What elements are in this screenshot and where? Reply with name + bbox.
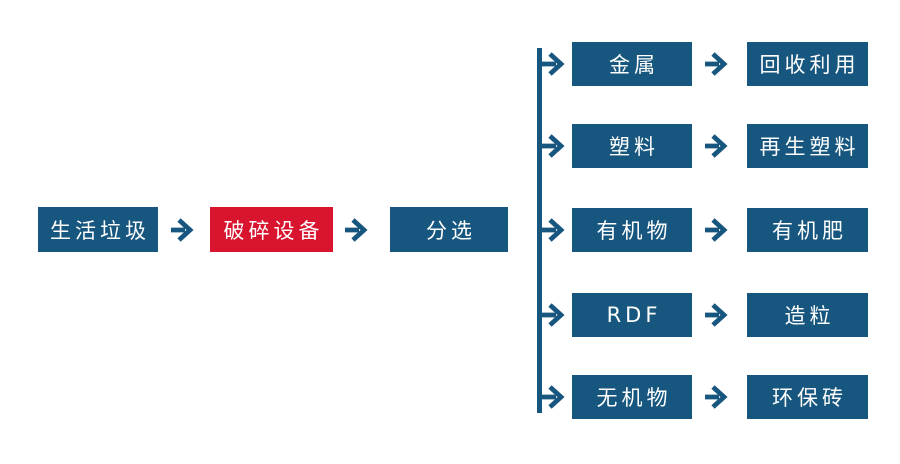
arrow-right-icon [539,216,569,244]
arrow-right-icon [702,301,732,329]
node-eco-brick: 环保砖 [747,375,868,419]
arrow-right-icon [702,132,732,160]
node-granulation: 造粒 [747,293,868,337]
branch-connector-line [537,48,542,413]
node-crushing-equipment: 破碎设备 [210,207,333,252]
node-household-waste: 生活垃圾 [38,207,158,252]
arrow-right-icon [539,301,569,329]
node-organic-matter: 有机物 [572,208,692,252]
node-organic-fertilizer: 有机肥 [747,208,868,252]
arrow-right-icon [702,50,732,78]
arrow-right-icon [702,383,732,411]
arrow-right-icon [539,132,569,160]
node-recycled-plastic: 再生塑料 [747,124,868,168]
arrow-right-icon [168,216,198,244]
arrow-right-icon [539,383,569,411]
arrow-right-icon [702,216,732,244]
arrow-right-icon [342,216,372,244]
node-inorganic-matter: 无机物 [572,375,692,419]
node-recycling: 回收利用 [747,42,868,86]
arrow-right-icon [539,50,569,78]
node-metal: 金属 [572,42,692,86]
node-rdf: RDF [572,293,692,337]
node-sorting: 分选 [390,207,508,252]
node-plastic: 塑料 [572,124,692,168]
